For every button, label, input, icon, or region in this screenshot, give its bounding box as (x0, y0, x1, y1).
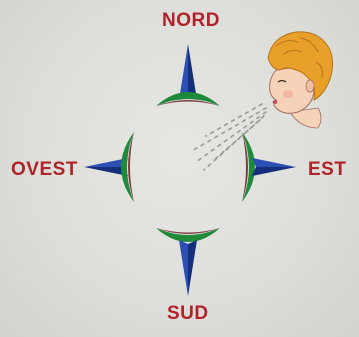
direction-label-north: NORD (162, 11, 220, 30)
west-arrow-icon (84, 132, 134, 202)
wind-face-icon (268, 32, 333, 128)
east-arrow-icon (242, 132, 296, 202)
direction-label-west: OVEST (11, 160, 78, 179)
direction-label-east: EST (308, 160, 346, 179)
south-arrow-icon (156, 228, 220, 296)
north-arrow-icon (156, 44, 220, 106)
direction-label-south: SUD (167, 304, 209, 323)
